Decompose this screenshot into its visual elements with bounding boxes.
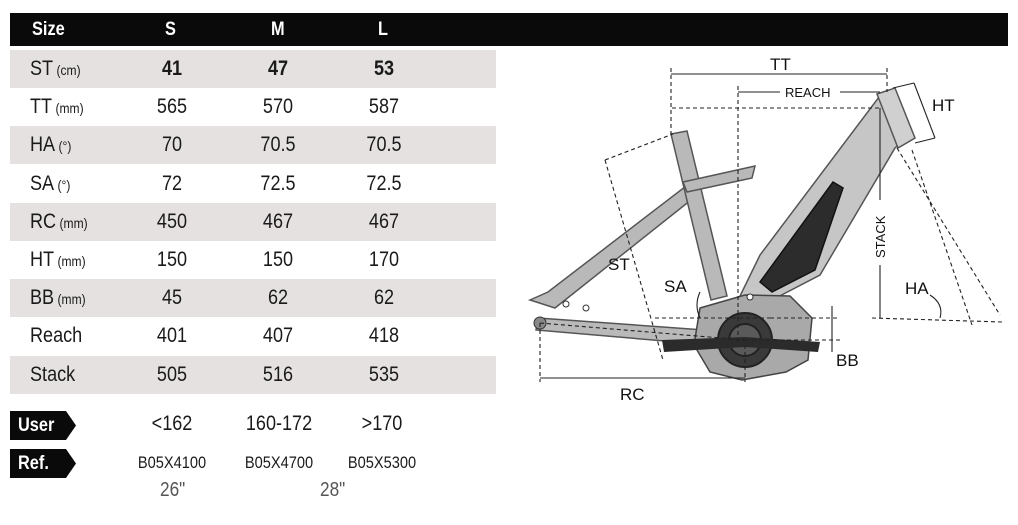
cell-size-m: 72.5 [260,171,296,195]
row-label: HA(°) [30,126,71,164]
table-row: TT(mm) 565 570 587 [10,88,496,126]
cell-size-l: 72.5 [366,171,402,195]
row-label: SA(°) [30,165,70,203]
table-row: RC(mm) 450 467 467 [10,202,496,241]
row-label-text: Reach [30,324,83,348]
dimension-lines [539,68,1003,382]
cell-size-s: 150 [156,248,188,271]
user-height-l: >170 [361,412,403,435]
cell-size-l: 70.5 [366,133,402,157]
table-row: HT(mm) 150 150 170 [10,241,496,279]
row-unit: (°) [57,176,71,193]
cell-size-l: 535 [368,362,400,386]
label-bb: BB [836,351,859,370]
cell-size-l: 418 [368,324,400,348]
table-row: Reach 401 407 418 [10,317,496,355]
row-label-text: BB [30,286,55,310]
row-unit: (mm) [59,214,88,231]
wheel-size-ml: 28" [320,479,346,501]
label-ha: HA [905,279,929,298]
row-label-text: SA [30,171,55,195]
user-label: User [18,415,55,436]
table-header-bar [10,13,1008,46]
row-unit: (mm) [55,100,84,117]
bike-geometry-diagram: TT REACH HT ST SA STACK HA BB RC [527,55,1003,404]
label-rc: RC [620,385,645,404]
cell-size-s: 505 [156,362,188,386]
wheel-size-s: 26" [160,479,186,501]
cell-size-s: 72 [161,171,183,195]
table-row: BB(mm) 45 62 62 [10,279,496,318]
bike-frame [527,87,916,381]
row-label: TT(mm) [30,88,84,126]
ref-tag: Ref. [10,449,76,478]
row-label: BB(mm) [30,279,86,317]
row-unit: (°) [58,138,72,155]
cell-size-m: 570 [262,95,294,119]
label-st: ST [608,255,630,274]
ref-code-s: B05X4100 [137,453,207,472]
header-size-s: S [165,19,176,40]
user-height-s: <162 [151,412,193,435]
row-label: RC(mm) [30,203,88,241]
row-label-text: RC [30,209,57,233]
cell-size-s: 41 [161,57,183,80]
row-label: ST(cm) [30,50,81,88]
cell-size-m: 70.5 [260,133,296,157]
cell-size-l: 62 [373,286,395,310]
table-row: SA(°) 72 72.5 72.5 [10,165,496,203]
row-label-text: ST [30,57,54,80]
ref-code-m: B05X4700 [244,453,314,472]
row-label: Stack [30,356,75,394]
header-size-m: M [271,19,285,40]
cell-size-l: 53 [373,57,395,80]
row-unit: (mm) [57,253,86,269]
ref-code-l: B05X5300 [347,453,417,472]
ref-label: Ref. [18,453,49,474]
cell-size-m: 516 [262,362,294,386]
label-tt: TT [770,55,791,74]
table-row: Stack 505 516 535 [10,355,496,394]
table-row: HA(°) 70 70.5 70.5 [10,126,496,165]
label-ht: HT [932,96,955,115]
user-height-m: 160-172 [245,412,313,435]
cell-size-l: 467 [368,209,400,233]
label-stack: STACK [873,215,888,258]
label-sa: SA [664,277,687,296]
row-label-text: Stack [30,362,76,386]
table-row: ST(cm) 41 47 53 [10,50,496,88]
cell-size-s: 70 [161,133,183,157]
cell-size-m: 150 [262,248,294,271]
cell-size-m: 47 [267,57,289,80]
cell-size-s: 45 [161,286,183,310]
header-size: Size [32,19,65,40]
user-tag: User [10,411,76,440]
row-label-text: TT [30,95,53,119]
row-label: HT(mm) [30,241,86,279]
cell-size-m: 62 [267,286,289,310]
label-reach: REACH [785,85,831,100]
cell-size-s: 401 [156,324,188,348]
cell-size-l: 587 [368,95,400,119]
cell-size-s: 565 [156,95,188,119]
row-label-text: HA [30,133,56,157]
cell-size-l: 170 [368,248,400,271]
cell-size-s: 450 [156,209,188,233]
cell-size-m: 407 [262,324,294,348]
header-size-l: L [378,19,388,40]
cell-size-m: 467 [262,209,294,233]
row-unit: (cm) [56,62,81,78]
row-label: Reach [30,317,82,355]
row-unit: (mm) [57,291,86,308]
row-label-text: HT [30,248,55,271]
